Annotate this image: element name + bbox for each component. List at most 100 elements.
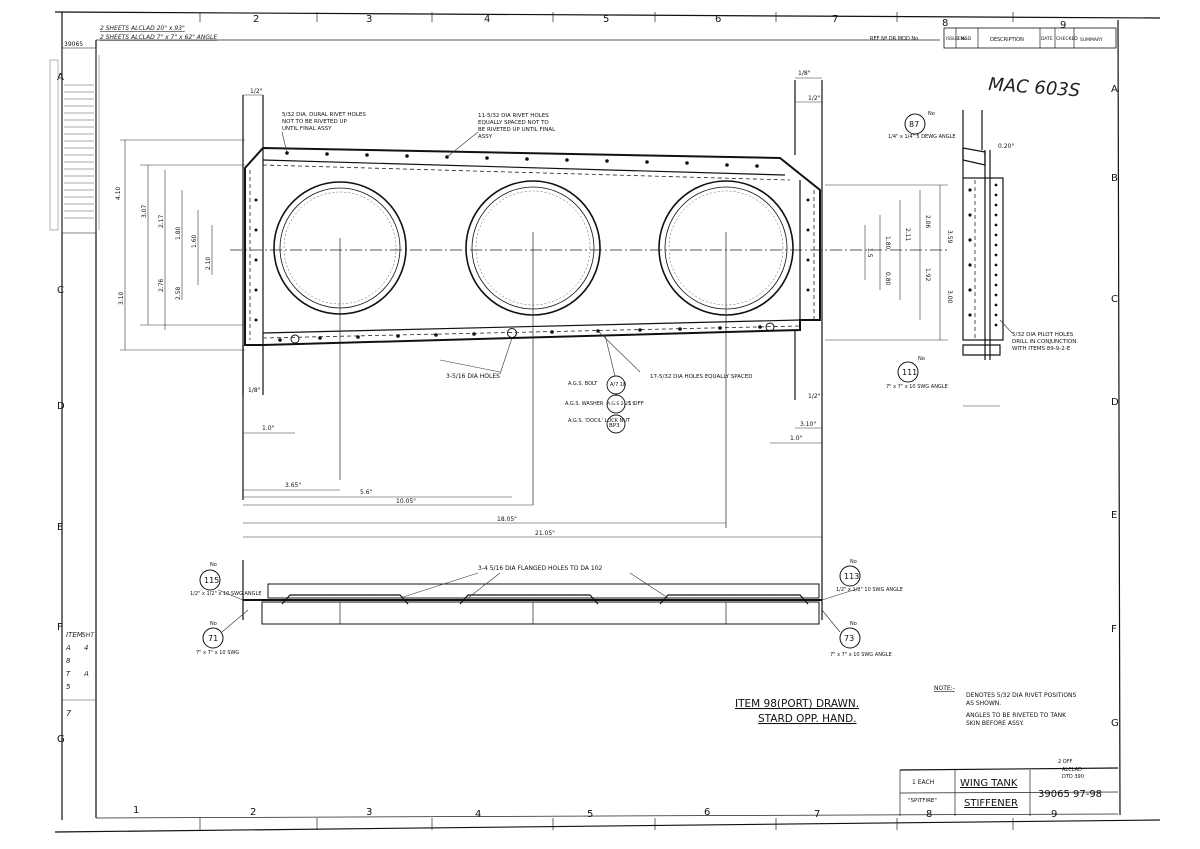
zone-bottom-8: 8	[926, 809, 932, 820]
svg-text:1.92: 1.92	[924, 268, 931, 282]
svg-text:A.G.S. BOLT: A.G.S. BOLT	[568, 381, 598, 387]
svg-text:3.59: 3.59	[946, 230, 953, 244]
zone-right-F: F	[1111, 624, 1117, 635]
title-qty: 1 EACH	[912, 779, 934, 786]
material-note-2: 2 SHEETS ALCLAD 7" x 7" x 62" ANGLE	[100, 34, 217, 41]
svg-text:1.0": 1.0"	[790, 435, 803, 442]
zone-bottom-5: 5	[587, 809, 593, 820]
ref-mod-no: REF Nº DR MOD No	[870, 36, 918, 42]
svg-text:A: A	[65, 644, 71, 652]
svg-text:EQUALLY SPACED NOT TO: EQUALLY SPACED NOT TO	[478, 120, 549, 126]
svg-text:5: 5	[66, 683, 71, 691]
svg-text:2.06: 2.06	[924, 215, 931, 229]
svg-text:UNTIL FINAL ASSY: UNTIL FINAL ASSY	[282, 126, 332, 132]
svg-text:87: 87	[909, 120, 919, 129]
end-elevation-view: 0.20° 5/32 DIA PILOT HOLES DRILL IN CONJ…	[962, 110, 1076, 407]
rivet-hole-note-mid: 11-5/32 DIA RIVET HOLES EQUALLY SPACED N…	[446, 113, 556, 158]
zone-left-F: F	[57, 622, 63, 633]
revision-header: ISSUE No ENGD DESCRIPTION DATE CHECKED S…	[870, 27, 1117, 49]
svg-text:10.05": 10.05"	[396, 498, 416, 505]
svg-text:1/2": 1/2"	[808, 95, 821, 102]
svg-text:71: 71	[208, 634, 218, 643]
svg-text:2.17: 2.17	[158, 214, 165, 228]
horizontal-dimensions: 1.0" 3.65" 5.6" 10.05" 18.05" 21.05" 1.0…	[243, 70, 822, 538]
svg-text:3.10: 3.10	[118, 291, 125, 305]
stiffener-elevation-view	[217, 560, 861, 633]
svg-text:A: A	[83, 670, 89, 678]
zone-right-A: A	[1111, 84, 1118, 95]
svg-text:1.80: 1.80	[884, 236, 891, 250]
svg-text:STARD OPP. HAND.: STARD OPP. HAND.	[758, 713, 857, 725]
svg-text:1 OFF: 1 OFF	[628, 401, 644, 407]
svg-text:AS SHOWN.: AS SHOWN.	[966, 700, 1001, 707]
holes-3-callout: 3-5/16 DIA HOLES	[439, 337, 513, 380]
material-note-1: 2 SHEETS ALCLAD 20" x 93"	[100, 25, 185, 32]
svg-text:SKIN BEFORE ASSY.: SKIN BEFORE ASSY.	[966, 720, 1024, 727]
zone-top-7: 7	[832, 14, 838, 25]
left-margin-scribbles: ITEM SHT A 4 8 T 5 A 7	[62, 631, 96, 718]
svg-text:T: T	[66, 670, 71, 678]
svg-text:DRILL IN CONJUNCTION: DRILL IN CONJUNCTION	[1012, 339, 1076, 345]
stiffener-plan-view	[230, 80, 950, 560]
left-revision-strip	[49, 47, 100, 234]
zone-top-5: 5	[603, 14, 609, 25]
zone-bottom-4: 4	[475, 809, 481, 820]
zone-left-C: C	[57, 285, 64, 296]
svg-text:ISSUE No: ISSUE No	[946, 36, 967, 42]
svg-text:1/8": 1/8"	[798, 70, 811, 77]
zone-top-2: 2	[253, 14, 259, 25]
svg-text:3.07: 3.07	[141, 204, 148, 218]
zone-bottom-9: 9	[1051, 809, 1057, 820]
rivet-hole-note-left: 5/32 DIA. DURAL RIVET HOLES NOT TO BE RI…	[281, 112, 366, 154]
angle-readout: 0.20°	[998, 143, 1014, 150]
svg-text:3.65": 3.65"	[285, 482, 301, 489]
svg-text:1/4" x 1/4" 5 DEWG ANGLE: 1/4" x 1/4" 5 DEWG ANGLE	[888, 134, 956, 140]
svg-text:WITH ITEMS 89-9-2-E: WITH ITEMS 89-9-2-E	[1012, 346, 1071, 352]
bolt-stack-callout: A/7 18 A.G.S 2-25 5 BP3 A.G.S. BOLT A.G.…	[565, 334, 644, 434]
zone-bottom-2: 2	[250, 807, 256, 818]
item-bubble-111: 111 No 7" x 7" x 10 SWG ANGLE	[886, 356, 948, 390]
svg-text:1/2": 1/2"	[808, 393, 821, 400]
svg-text:No: No	[928, 111, 935, 117]
svg-text:4.10: 4.10	[115, 186, 122, 200]
left-dimensions: 4.10 3.07 2.17 1.80 1.60 2.10 2.76 3.10 …	[115, 139, 245, 351]
svg-text:No: No	[210, 562, 217, 568]
svg-text:1/2" x 1/2" x 10 SWG ANGLE: 1/2" x 1/2" x 10 SWG ANGLE	[190, 591, 261, 597]
svg-text:A.G.S 2-25 5: A.G.S 2-25 5	[607, 401, 635, 407]
zone-top-8: 8	[942, 18, 948, 29]
svg-text:ITEM 98(PORT) DRAWN.: ITEM 98(PORT) DRAWN.	[735, 698, 859, 710]
svg-text:A.G.S. 'DOCIL' LOCK NUT: A.G.S. 'DOCIL' LOCK NUT	[568, 418, 631, 424]
zone-top-3: 3	[366, 14, 372, 25]
title-name-1: WING TANK	[960, 778, 1018, 789]
svg-text:DTD 390: DTD 390	[1062, 774, 1084, 780]
svg-text:1.80: 1.80	[175, 226, 182, 240]
flanged-holes-callout: 3-4 5/16 DIA FLANGED HOLES TO DA 102	[399, 565, 669, 599]
svg-text:18.05": 18.05"	[497, 516, 517, 523]
item-bubble-115: 115 No 1/2" x 1/2" x 10 SWG ANGLE	[190, 562, 261, 597]
svg-text:7" x 7" x 10 SWG: 7" x 7" x 10 SWG	[196, 650, 239, 656]
holes-17-callout: 17-5/32 DIA HOLES EQUALLY SPACED	[597, 330, 752, 380]
svg-text:5.6": 5.6"	[360, 489, 373, 496]
svg-text:0.80: 0.80	[884, 272, 891, 286]
item-bubble-73: 73 No 7" x 7" x 10 SWG ANGLE	[830, 621, 892, 658]
notes-block: NOTE:- DENOTES 5/32 DIA RIVET POSITIONS …	[934, 685, 1077, 727]
svg-text:8: 8	[66, 657, 71, 665]
svg-text:3.10": 3.10"	[800, 421, 816, 428]
svg-text:3.00: 3.00	[946, 290, 953, 304]
svg-text:1/8": 1/8"	[248, 387, 261, 394]
svg-text:1.5: 1.5	[866, 248, 873, 258]
zone-top-6: 6	[715, 14, 721, 25]
svg-text:1.0": 1.0"	[262, 425, 275, 432]
svg-text:7" x 7" x 10 SWG ANGLE: 7" x 7" x 10 SWG ANGLE	[830, 652, 892, 658]
drawing-number: 39065 97-98	[1038, 789, 1102, 800]
svg-text:5/32 DIA PILOT HOLES: 5/32 DIA PILOT HOLES	[1012, 332, 1074, 338]
svg-text:7: 7	[66, 709, 72, 718]
svg-text:SHT: SHT	[82, 632, 95, 639]
svg-text:No: No	[850, 621, 857, 627]
zone-bottom-1: 1	[133, 805, 139, 816]
svg-text:SUMMARY: SUMMARY	[1080, 37, 1103, 43]
svg-text:DESCRIPTION: DESCRIPTION	[990, 37, 1024, 43]
zone-right-C: C	[1111, 294, 1118, 305]
item-bubble-87: 87 No 1/4" x 1/4" 5 DEWG ANGLE	[888, 111, 956, 140]
